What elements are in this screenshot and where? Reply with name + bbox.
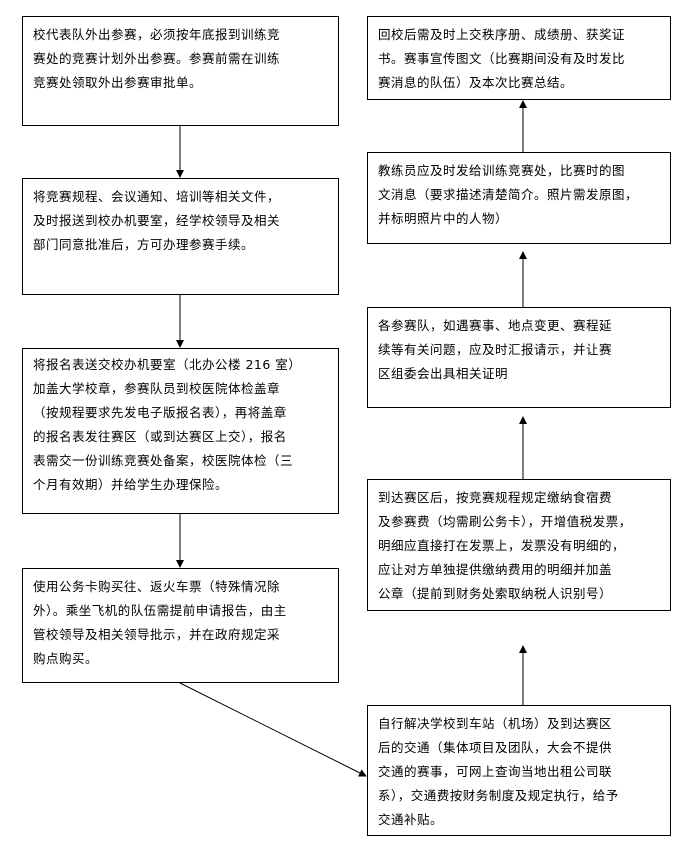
step-5-box: 自行解决学校到车站（机场）及到达赛区 后的交通（集体项目及团队，大会不提供 交通…	[367, 705, 671, 836]
step-7-text: 各参赛队，如遇赛事、地点变更、赛程延 续等有关问题，应及时汇报请示，并让赛 区组…	[378, 318, 613, 381]
step-4-box: 使用公务卡购买往、返火车票（特殊情况除 外）。乘坐飞机的队伍需提前申请报告，由主…	[22, 568, 339, 683]
step-1-box: 校代表队外出参赛，必须按年底报到训练竞 赛处的竞赛计划外出参赛。参赛前需在训练 …	[22, 16, 339, 126]
step-9-box: 回校后需及时上交秩序册、成绩册、获奖证 书。赛事宣传图文（比赛期间没有及时发比 …	[367, 16, 671, 100]
step-2-text: 将竞赛规程、会议通知、培训等相关文件， 及时报送到校办机要室，经学校领导及相关 …	[33, 189, 281, 252]
step-2-box: 将竞赛规程、会议通知、培训等相关文件， 及时报送到校办机要室，经学校领导及相关 …	[22, 178, 339, 295]
step-5-text: 自行解决学校到车站（机场）及到达赛区 后的交通（集体项目及团队，大会不提供 交通…	[378, 716, 619, 827]
step-9-text: 回校后需及时上交秩序册、成绩册、获奖证 书。赛事宣传图文（比赛期间没有及时发比 …	[378, 27, 626, 90]
step-3-text: 将报名表送交校办机要室（北办公楼 216 室） 加盖大学校章，参赛队员到校医院体…	[33, 357, 302, 492]
step-6-text: 到达赛区后，按竞赛规程规定缴纳食宿费 及参赛费（均需刷公务卡），开增值税发票， …	[378, 490, 632, 601]
step-8-box: 教练员应及时发给训练竞赛处，比赛时的图 文消息（要求描述清楚简介。照片需发原图，…	[367, 152, 671, 244]
step-7-box: 各参赛队，如遇赛事、地点变更、赛程延 续等有关问题，应及时汇报请示，并让赛 区组…	[367, 307, 671, 408]
step-8-text: 教练员应及时发给训练竞赛处，比赛时的图 文消息（要求描述清楚简介。照片需发原图，…	[378, 163, 639, 226]
step-3-box: 将报名表送交校办机要室（北办公楼 216 室） 加盖大学校章，参赛队员到校医院体…	[22, 348, 339, 514]
step-4-text: 使用公务卡购买往、返火车票（特殊情况除 外）。乘坐飞机的队伍需提前申请报告，由主…	[33, 579, 287, 666]
step-6-box: 到达赛区后，按竞赛规程规定缴纳食宿费 及参赛费（均需刷公务卡），开增值税发票， …	[367, 479, 671, 611]
step-1-text: 校代表队外出参赛，必须按年底报到训练竞 赛处的竞赛计划外出参赛。参赛前需在训练 …	[33, 27, 281, 90]
arrow-step4-to-step5	[179, 682, 367, 777]
